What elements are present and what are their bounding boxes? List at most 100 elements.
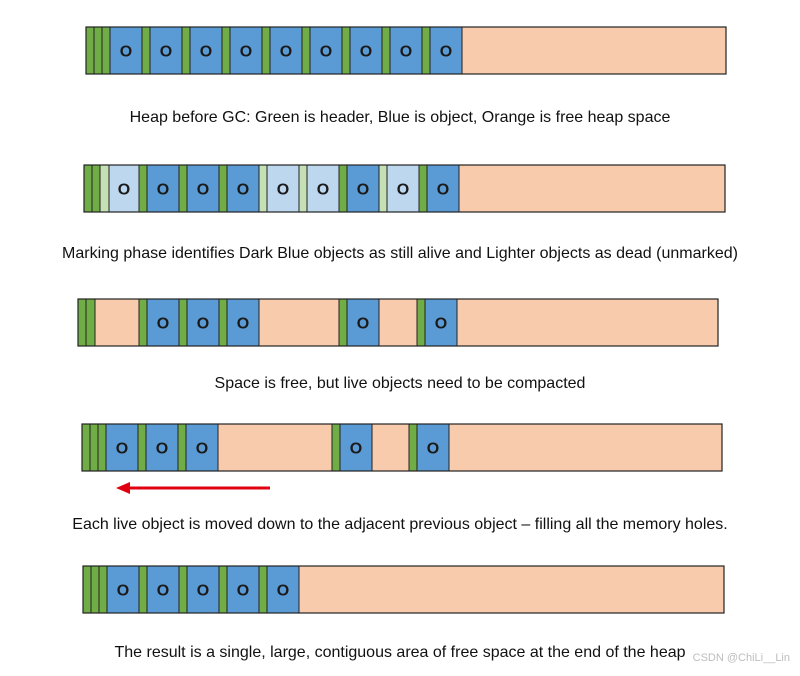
object-segment (106, 565, 140, 614)
header-segment (178, 164, 188, 213)
header-segment (98, 565, 108, 614)
object-segment (109, 26, 143, 75)
heap-border (81, 423, 723, 472)
object-label: O (156, 441, 168, 458)
header-segment (85, 26, 95, 75)
free-segment (94, 298, 140, 347)
watermark: CSDN @ChiLi__Lin (692, 652, 790, 664)
object-label: O (400, 44, 412, 61)
header-segment (178, 565, 188, 614)
object-segment (186, 164, 220, 213)
object-label: O (280, 44, 292, 61)
header-segment (331, 423, 341, 472)
header-segment (258, 565, 268, 614)
object-label: O (277, 182, 289, 199)
header-segment (418, 164, 428, 213)
header-segment (137, 423, 147, 472)
caption-marking-phase: Marking phase identifies Dark Blue objec… (62, 245, 738, 262)
heap-border (85, 26, 727, 75)
header-segment (381, 26, 391, 75)
object-label: O (197, 583, 209, 600)
object-label: O (157, 182, 169, 199)
free-segment (456, 298, 719, 347)
free-segment (458, 164, 726, 213)
header-segment (338, 164, 348, 213)
free-segment (217, 423, 333, 472)
header-light-segment (298, 164, 308, 213)
object-label: O (240, 44, 252, 61)
header-segment (421, 26, 431, 75)
object-label: O (237, 583, 249, 600)
object-segment (146, 164, 180, 213)
header-segment (218, 164, 228, 213)
heap-border (82, 565, 725, 614)
header-segment (93, 26, 103, 75)
header-segment (261, 26, 271, 75)
object-label: O (360, 44, 372, 61)
object-label: O (197, 316, 209, 333)
header-segment (97, 423, 107, 472)
header-segment (141, 26, 151, 75)
header-segment (85, 298, 96, 347)
caption-after-compaction: The result is a single, large, contiguou… (114, 644, 686, 661)
heap-border (83, 164, 726, 213)
header-segment (138, 164, 148, 213)
object-label: O (120, 44, 132, 61)
object-segment (185, 423, 219, 472)
object-label: O (197, 182, 209, 199)
header-segment (89, 423, 99, 472)
header-segment (90, 565, 100, 614)
header-segment (138, 565, 148, 614)
header-segment (181, 26, 191, 75)
header-segment (341, 26, 351, 75)
object-label: O (357, 182, 369, 199)
object-segment (149, 26, 183, 75)
caption-after-sweep: Space is free, but live objects need to … (214, 375, 586, 392)
header-segment (77, 298, 87, 347)
object-segment (389, 26, 423, 75)
free-segment (461, 26, 727, 75)
header-segment (177, 423, 187, 472)
header-segment (218, 565, 228, 614)
header-segment (82, 565, 92, 614)
object-segment (105, 423, 139, 472)
header-segment (416, 298, 426, 347)
free-segment (448, 423, 723, 472)
header-segment (81, 423, 91, 472)
header-segment (138, 298, 148, 347)
object-label: O (277, 583, 289, 600)
object-label: O (397, 182, 409, 199)
header-segment (301, 26, 311, 75)
object-label: O (437, 182, 449, 199)
caption-compacting: Each live object is moved down to the ad… (72, 516, 728, 533)
header-light-segment (378, 164, 388, 213)
heap-border (77, 298, 719, 347)
object-label: O (196, 441, 208, 458)
object-segment (346, 298, 380, 347)
header-segment (178, 298, 188, 347)
object-light-segment (306, 164, 340, 213)
object-label: O (357, 316, 369, 333)
header-segment (338, 298, 348, 347)
object-label: O (200, 44, 212, 61)
object-label: O (440, 44, 452, 61)
object-label: O (435, 316, 447, 333)
object-segment (186, 565, 220, 614)
object-segment (339, 423, 373, 472)
object-label: O (157, 583, 169, 600)
object-label: O (117, 583, 129, 600)
free-segment (298, 565, 725, 614)
caption-heap-before-gc: Heap before GC: Green is header, Blue is… (129, 109, 671, 126)
object-label: O (350, 441, 362, 458)
header-segment (91, 164, 101, 213)
object-label: O (160, 44, 172, 61)
object-segment (416, 423, 450, 472)
object-label: O (157, 316, 169, 333)
object-label: O (237, 182, 249, 199)
header-segment (408, 423, 418, 472)
